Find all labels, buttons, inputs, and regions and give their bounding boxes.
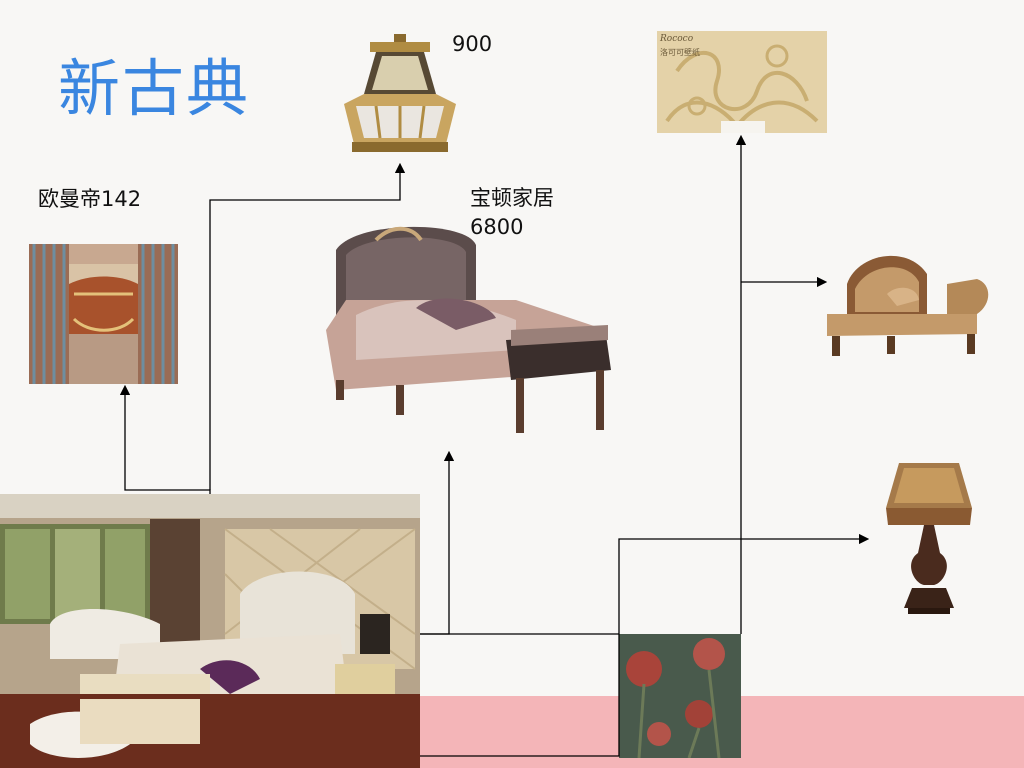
wallpaper-name-text: 洛可可壁纸 — [660, 48, 700, 57]
chandelier-image — [336, 34, 464, 156]
curtain-image — [29, 244, 178, 384]
bed-brand: 宝顿家居 — [470, 186, 554, 210]
bed-image — [316, 220, 616, 440]
wallpaper-brand-text: Rococo — [660, 34, 694, 44]
bed-price: 6800 — [470, 215, 524, 239]
curtain-brand-price: 欧曼帝142 — [38, 187, 142, 211]
chaise-sofa-image — [827, 244, 990, 362]
floral-fabric-image — [619, 634, 741, 758]
bedroom-photo — [0, 494, 420, 768]
wallpaper-image: Rococo 洛可可壁纸 — [657, 31, 827, 133]
table-lamp-image — [884, 463, 974, 619]
page-title: 新古典 — [58, 52, 251, 125]
chandelier-price: 900 — [452, 32, 493, 56]
